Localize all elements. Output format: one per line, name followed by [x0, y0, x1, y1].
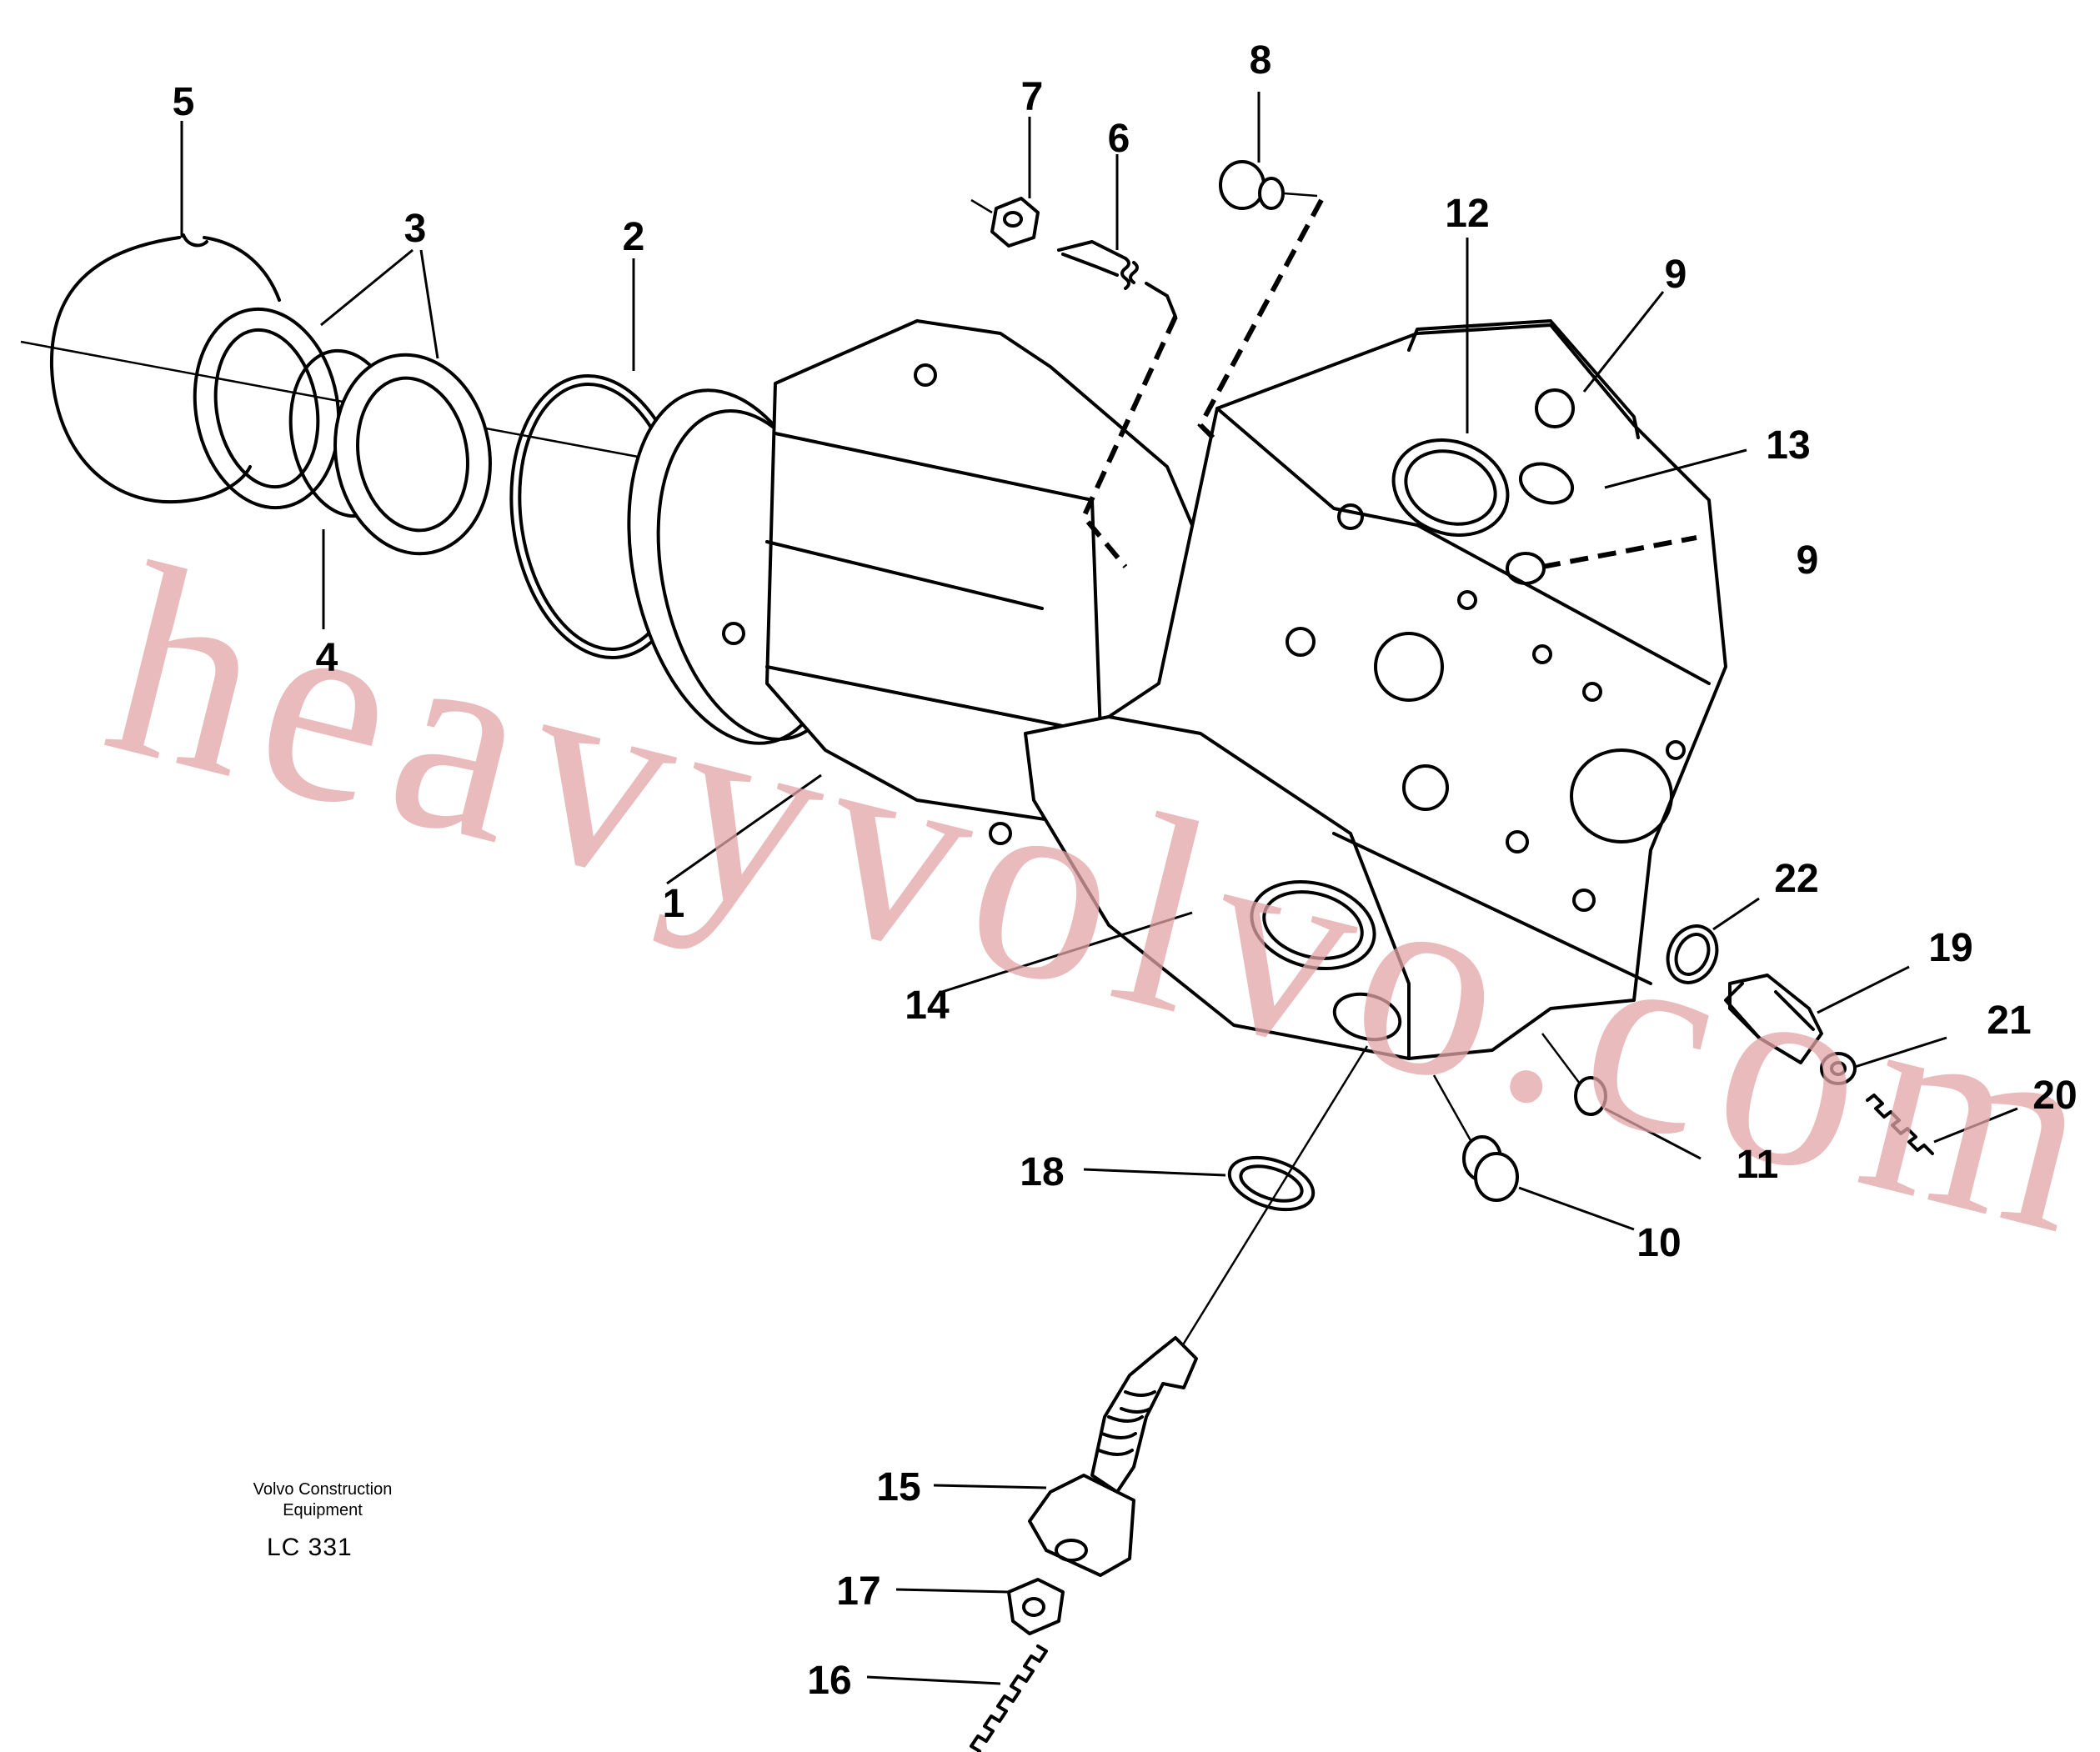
callout-10: 10	[1636, 1221, 1681, 1265]
callout-18: 18	[1020, 1150, 1064, 1194]
valve-block	[1024, 319, 1727, 1060]
part-15-axis-line	[1180, 1045, 1369, 1347]
callout-15: 15	[876, 1465, 920, 1509]
part-10-plug	[1432, 1074, 1519, 1202]
part-6-spring	[1057, 240, 1177, 318]
leader-lines	[180, 92, 2018, 1685]
callout-19: 19	[1928, 926, 1972, 970]
part-8-plug	[1219, 160, 1318, 210]
callout-12: 12	[1445, 192, 1489, 236]
part-9-plug-hidden	[1506, 552, 1546, 585]
callout-11: 11	[1737, 1143, 1779, 1187]
dashed-guide-8	[1197, 198, 1324, 440]
part-20-spring	[1866, 1094, 1934, 1155]
part-3-seal-rings	[193, 307, 492, 556]
part-17-nut	[1007, 1578, 1065, 1635]
callout-13: 13	[1766, 423, 1810, 468]
part-18-seal	[1227, 1155, 1316, 1212]
callout-2: 2	[623, 215, 645, 259]
part-15-relief-valve	[1028, 1336, 1198, 1577]
callout-16: 16	[807, 1659, 851, 1703]
callout-20: 20	[2032, 1074, 2077, 1118]
callout-21: 21	[1987, 999, 2031, 1043]
callout-1: 1	[663, 882, 685, 926]
callout-9-top: 9	[1665, 253, 1687, 297]
part-19-valve	[1724, 974, 1823, 1064]
part-11-plug	[1541, 1033, 1607, 1116]
caption-code: LC 331	[267, 1534, 353, 1561]
part-5-snap-ring	[49, 233, 281, 504]
caption-line-1: Volvo Construction	[253, 1480, 393, 1499]
caption-line-2: Equipment	[283, 1501, 363, 1519]
part-22-seal	[1666, 924, 1719, 984]
callout-17: 17	[836, 1569, 880, 1614]
callout-5: 5	[173, 80, 195, 124]
part-16-spring	[970, 1644, 1048, 1752]
callout-8: 8	[1250, 38, 1272, 83]
callout-7: 7	[1021, 75, 1044, 119]
callout-6: 6	[1108, 117, 1130, 161]
callout-22: 22	[1774, 857, 1818, 901]
callout-3: 3	[404, 207, 427, 251]
callout-4: 4	[316, 636, 338, 680]
dashed-guide-7	[1080, 315, 1178, 568]
dashed-guide-9	[1541, 535, 1697, 569]
callout-14: 14	[905, 984, 950, 1028]
part-7-nut	[970, 197, 1040, 248]
part-21-nut	[1820, 1052, 1857, 1085]
part-1-housing	[627, 319, 1219, 845]
callout-9-mid: 9	[1797, 538, 1819, 583]
